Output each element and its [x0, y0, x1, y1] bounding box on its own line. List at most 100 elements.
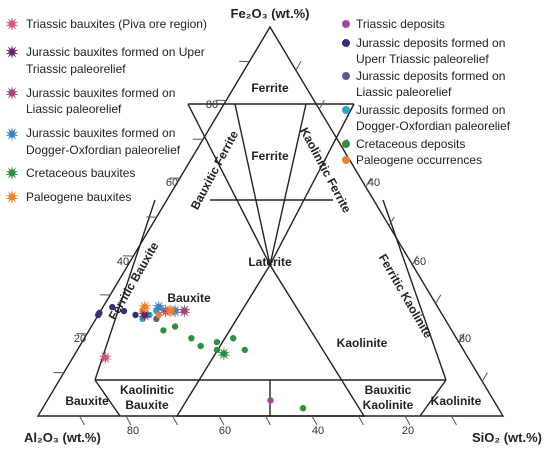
- data-point-circle: [188, 335, 195, 342]
- edge-tick: [388, 216, 395, 227]
- data-point-circle: [109, 303, 116, 311]
- legend-star-icon: [5, 190, 19, 204]
- field-ferrite-top: Ferrite: [251, 81, 289, 95]
- vertex-right-label: SiO₂ (wt.%): [472, 430, 542, 445]
- diagram-frame: [36, 25, 505, 417]
- data-point-circle: [241, 346, 248, 354]
- legend-left-label: Triassic paleorelief: [26, 62, 126, 76]
- tick-left-40: 40: [117, 256, 129, 268]
- field-kaolinitic-bauxite-line1: Kaolinitic: [120, 383, 174, 397]
- tick-right-40: 40: [368, 177, 380, 189]
- legend-left-item-2: Jurassic bauxites formed on Uper Triassi…: [5, 45, 205, 76]
- legend-right-item-3: Jurassic deposits formed on Liassic pale…: [342, 69, 505, 99]
- ferrite-inner-left-line: [234, 103, 271, 266]
- data-point-circle: [213, 338, 221, 346]
- data-point-star: [98, 350, 112, 365]
- bauxite-corner-line: [94, 379, 121, 417]
- edge-tick: [358, 415, 364, 426]
- legend-star-shape: [5, 45, 19, 59]
- data-point-circle: [299, 405, 307, 412]
- tick-bottom-60: 60: [219, 425, 231, 437]
- legend-left-label: Paleogene bauxites: [26, 190, 131, 204]
- edge-tick: [311, 415, 318, 426]
- legend-right-item-2: Jurassic deposits formed on Uperr Triass…: [342, 36, 505, 66]
- legend-right-label: Cretaceous deposits: [356, 137, 465, 151]
- legend-star-shape: [5, 86, 19, 100]
- data-point-star: [138, 307, 152, 322]
- ferritic-bauxite-line: [94, 199, 156, 381]
- vertex-top-label: Fe₂O₃ (wt.%): [231, 6, 310, 21]
- data-point-circle: [132, 311, 139, 319]
- legend-right-label: Jurassic deposits formed on: [356, 103, 505, 117]
- tick-right-80: 80: [459, 333, 471, 345]
- legend-right-label: Uperr Triassic paleorelief: [356, 52, 489, 66]
- tick-left-60: 60: [166, 177, 178, 189]
- legend-right-label: Liassic paleorelief: [356, 85, 452, 99]
- field-bauxitic-kaolinite-line2: Kaolinite: [363, 398, 414, 412]
- edge-tick: [265, 415, 271, 426]
- edge-tick: [172, 415, 178, 426]
- legend-left-label: Cretaceous bauxites: [26, 166, 135, 180]
- edge-tick: [411, 255, 418, 265]
- legend-left-item-1: Triassic bauxites (Piva ore region): [5, 17, 207, 31]
- ferritic-kaolinite-line: [382, 199, 447, 381]
- legend-star-shape: [5, 190, 19, 204]
- legend-left-item-3: Jurassic bauxites formed on Liassic pale…: [5, 86, 175, 116]
- legend-star-icon: [5, 45, 19, 59]
- data-point-circle: [230, 335, 237, 342]
- legend-right-label: Jurassic deposits formed on: [356, 69, 505, 83]
- data-point-star: [217, 346, 231, 361]
- legend-dot-icon: [342, 39, 350, 47]
- ferrite-inner-right-line: [269, 103, 307, 266]
- legend-star-icon: [5, 127, 19, 141]
- kaolinite-corner-line: [419, 379, 447, 417]
- legend-dot-icon: [342, 156, 350, 164]
- data-point-circle: [155, 311, 162, 319]
- legend-right: Triassic deposits Jurassic deposits form…: [342, 17, 511, 167]
- field-kaolinitic-ferrite: Kaolinitic Ferrite: [297, 125, 354, 215]
- legend-left-label: Jurassic bauxites formed on: [26, 126, 175, 140]
- legend-left-label: Jurassic bauxites formed on Uper: [26, 45, 205, 59]
- tick-right-60: 60: [414, 256, 426, 268]
- tick-bottom-20: 20: [402, 425, 414, 437]
- legend-star-shape: [5, 17, 19, 31]
- field-kaolinite-inner: Kaolinite: [337, 336, 388, 350]
- tick-bottom-80: 80: [127, 425, 139, 437]
- legend-left-item-6: Paleogene bauxites: [5, 190, 131, 204]
- legend-dot-icon: [342, 20, 350, 28]
- data-point-star: [159, 304, 173, 318]
- field-ferritic-bauxite: Ferritic Bauxite: [106, 239, 162, 322]
- legend-dot-icon: [342, 72, 350, 80]
- legend-right-item-1: Triassic deposits: [342, 17, 445, 31]
- legend-dot-icon: [342, 106, 350, 114]
- field-laterite: Laterite: [248, 255, 292, 269]
- data-point-star: [177, 304, 191, 318]
- kaolinitic-ferrite-right-line: [269, 103, 355, 266]
- data-point-star: [138, 300, 152, 315]
- legend-right-label: Jurassic deposits formed on: [356, 36, 505, 50]
- legend-star-icon: [5, 166, 19, 180]
- legend-right-item-5: Cretaceous deposits: [342, 137, 465, 151]
- legend-right-label: Dogger-Oxfordian paleorelief: [356, 119, 511, 133]
- field-ferrite: Ferrite: [251, 149, 289, 163]
- tick-bottom-40: 40: [312, 425, 324, 437]
- vertex-labels: Fe₂O₃ (wt.%) Al₂O₃ (wt.%) SiO₂ (wt.%): [24, 6, 542, 445]
- legend-star-shape: [5, 127, 19, 141]
- legend-left-label: Jurassic bauxites formed on: [26, 86, 175, 100]
- tick-left-80: 80: [206, 99, 218, 111]
- data-point-star: [152, 300, 166, 315]
- legend-star-shape: [5, 166, 19, 180]
- data-point-circle: [267, 397, 274, 404]
- legend-right-label: Triassic deposits: [356, 17, 445, 31]
- edge-tick-marks: [53, 60, 488, 426]
- data-point-circle: [160, 327, 167, 334]
- legend-left-label: Liassic paleorelief: [26, 102, 122, 116]
- field-bauxite-inner: Bauxite: [167, 291, 211, 305]
- field-kaolinite-corner: Kaolinite: [431, 394, 482, 408]
- data-point-circle: [213, 346, 221, 354]
- edge-tick: [481, 372, 488, 382]
- edge-tick: [79, 415, 85, 426]
- edge-tick: [318, 99, 325, 110]
- legend-dot-icon: [342, 140, 350, 148]
- data-point-star: [168, 304, 182, 318]
